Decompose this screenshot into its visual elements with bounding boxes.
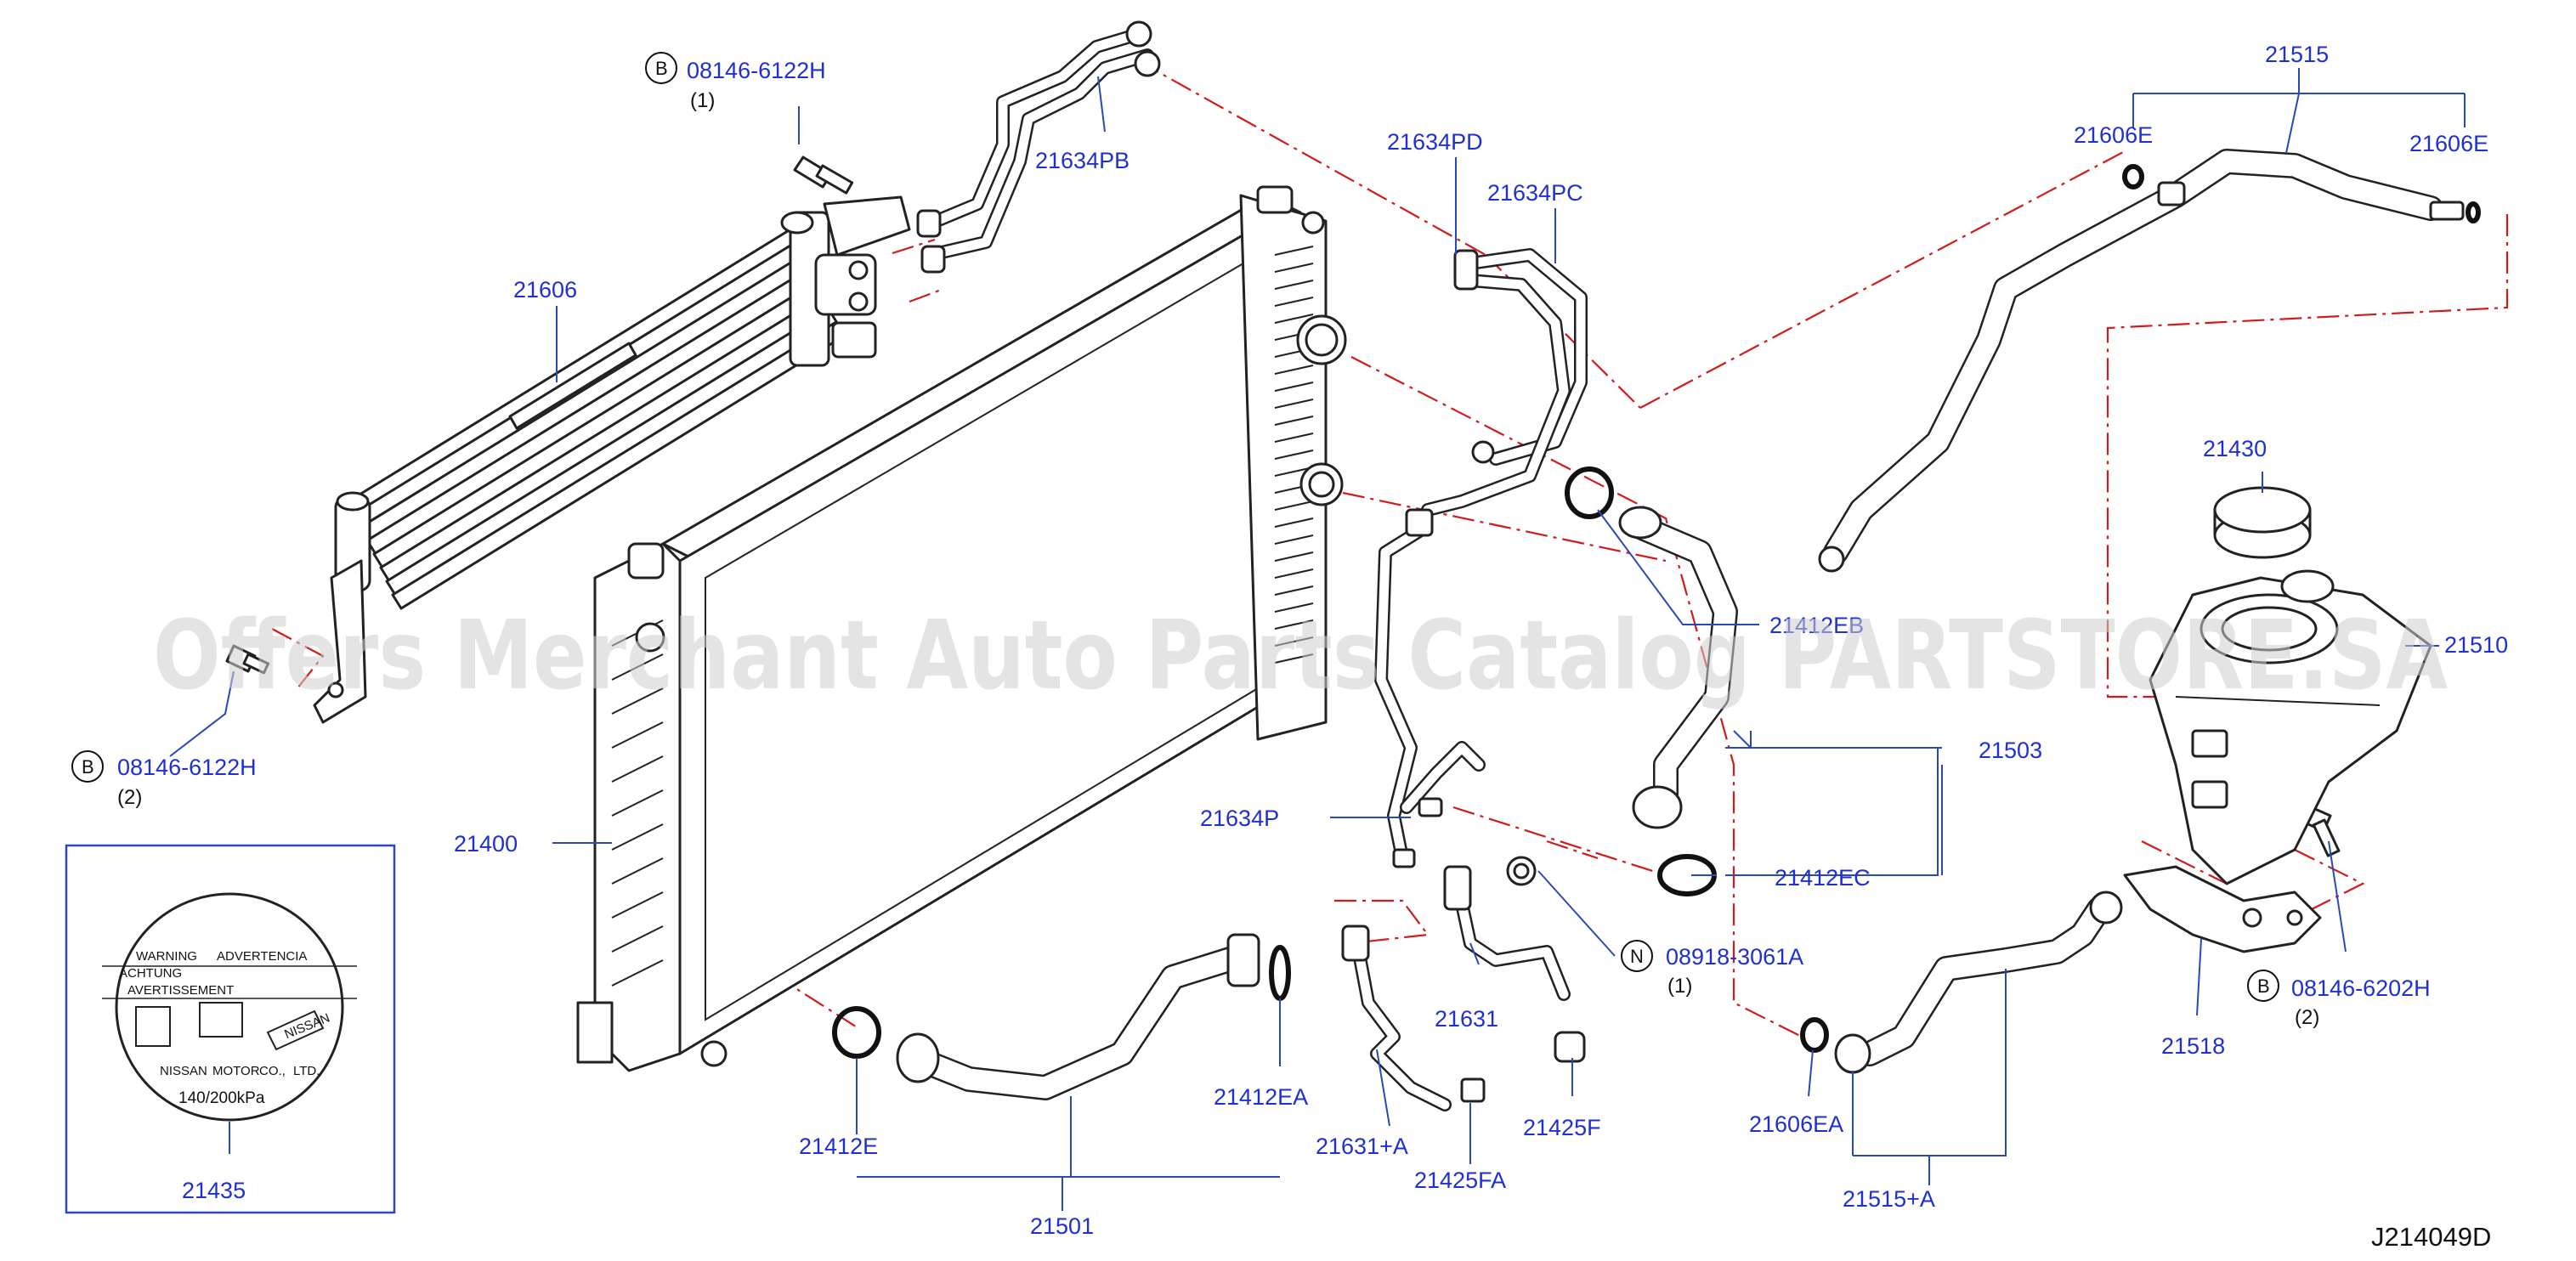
pipe-21634pb (916, 20, 1161, 274)
label-21515: 21515 (2265, 42, 2329, 67)
label-21634pb: 21634PB (1035, 148, 1129, 173)
label-21606ea: 21606EA (1749, 1111, 1843, 1137)
label-bolt-right-qty: (2) (2295, 1006, 2319, 1029)
cap-pressure-text: 140/200kPa (178, 1089, 265, 1107)
label-21501: 21501 (1030, 1213, 1094, 1239)
o-ring-21412eb (1565, 467, 1614, 519)
label-bolt-top-qty: (1) (690, 89, 715, 112)
hose-21631 (1341, 856, 1586, 1111)
label-21634pd: 21634PD (1387, 129, 1483, 155)
cap-warning-text: WARNING (136, 949, 197, 964)
label-21430: 21430 (2203, 436, 2267, 461)
label-21606: 21606 (513, 277, 577, 303)
o-ring-21412e (832, 1006, 881, 1059)
cap-label-box: WARNING ADVERTENCIA ACHTUNG AVERTISSEMEN… (65, 844, 396, 1214)
hose-21501 (896, 933, 1260, 1100)
radiator (576, 185, 1347, 1072)
label-21606e-right: 21606E (2409, 131, 2488, 156)
label-bolt-left: 08146-6122H (117, 755, 257, 780)
label-21515a: 21515+A (1843, 1186, 1935, 1212)
label-21518: 21518 (2161, 1033, 2225, 1059)
label-bolt-right: 08146-6202H (2291, 975, 2431, 1001)
svg-text:B: B (82, 756, 94, 778)
label-bolt-left-qty: (2) (117, 786, 142, 809)
label-21606e-left: 21606E (2074, 122, 2153, 148)
circle-b-right: B (2247, 970, 2279, 1002)
bracket-21518 (2123, 865, 2322, 953)
cap-tag-icon (266, 1009, 325, 1051)
svg-text:N: N (1630, 946, 1644, 967)
label-21400: 21400 (454, 831, 518, 857)
cap-advertencia-text: ADVERTENCIA (217, 949, 307, 964)
reservoir-cap-21430 (2213, 486, 2312, 559)
cap-nissan-text: NISSAN (160, 1064, 207, 1078)
label-21412ec: 21412EC (1775, 865, 1871, 891)
pipe-21634pc (1421, 248, 1588, 517)
label-n-nut-qty: (1) (1667, 975, 1692, 998)
drawing-id: J214049D (2371, 1222, 2491, 1252)
label-21503: 21503 (1979, 738, 2042, 763)
book-icon (135, 1006, 171, 1047)
hose-21503 (1618, 506, 1738, 829)
circle-n: N (1621, 940, 1653, 972)
leader-lines (169, 68, 2466, 1211)
bolt-top (793, 156, 854, 195)
o-ring-21606e-right (2466, 201, 2481, 223)
label-21412ea: 21412EA (1214, 1084, 1308, 1110)
label-21634pc: 21634PC (1487, 180, 1583, 206)
oil-cooler (313, 195, 911, 724)
label-n-nut: 08918-3061A (1666, 944, 1803, 970)
cap-avertissement-text: AVERTISSEMENT (127, 983, 234, 998)
reservoir-tank (2149, 569, 2432, 885)
hose-21515a (1834, 891, 2123, 1074)
hose-21515 (1818, 149, 2465, 573)
label-21425fa: 21425FA (1414, 1168, 1506, 1193)
label-21425f: 21425F (1523, 1115, 1601, 1140)
steam-hazard-icon (199, 1002, 243, 1038)
svg-text:B: B (2257, 975, 2270, 997)
circle-b-left: B (71, 750, 104, 783)
label-21634p: 21634P (1200, 806, 1279, 831)
radiator-fins (1274, 246, 1314, 664)
label-21435: 21435 (182, 1178, 246, 1203)
svg-text:B: B (655, 58, 668, 79)
label-21631: 21631 (1435, 1006, 1498, 1032)
label-21412eb: 21412EB (1769, 613, 1864, 638)
bolt-left (225, 644, 270, 675)
part-labels: 21515 21606E 21606E 08146-6122H (1) 2163… (117, 42, 2508, 1239)
cap-ltd-text: LTD. (293, 1064, 320, 1078)
cap-co-text: CO., (259, 1064, 286, 1078)
circle-b-top: B (645, 52, 677, 84)
label-21412e: 21412E (799, 1134, 878, 1159)
o-ring-21606e-left (2122, 164, 2144, 189)
cap-achtung-text: ACHTUNG (119, 966, 182, 981)
cap-motor-text: MOTOR (212, 1064, 260, 1078)
pipe-21634p (1374, 508, 1486, 868)
label-21510: 21510 (2444, 632, 2508, 658)
label-bolt-top: 08146-6122H (687, 58, 826, 83)
o-ring-21606ea (1800, 1017, 1829, 1053)
o-ring-21412ea (1269, 945, 1291, 1001)
watermark-text: Offers Merchant Auto Parts Catalog PARTS… (153, 601, 2448, 711)
label-21631a: 21631+A (1316, 1134, 1408, 1159)
